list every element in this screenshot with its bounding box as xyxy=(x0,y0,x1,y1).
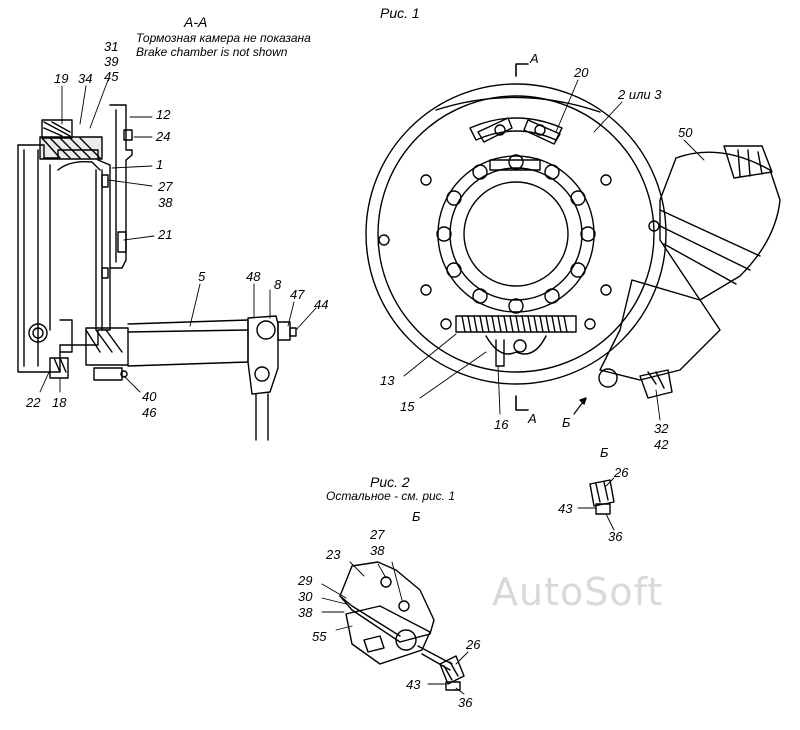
anchor-pins xyxy=(477,117,561,145)
label-39: 39 xyxy=(104,54,119,69)
label-5: 5 xyxy=(198,269,206,284)
label-22: 22 xyxy=(26,395,41,410)
fig2-view-title: Б xyxy=(412,509,421,524)
label-24: 24 xyxy=(156,129,171,144)
fig2-drawing xyxy=(339,561,465,691)
label-1: 1 xyxy=(156,157,164,172)
label-46: 46 xyxy=(142,405,157,420)
label-8: 8 xyxy=(274,277,282,292)
label-31: 31 xyxy=(104,39,119,54)
hub-bolt-holes xyxy=(436,154,596,314)
fig2-label-38b: 38 xyxy=(298,605,313,620)
view-b-detail xyxy=(577,477,615,531)
section-mark-bottom: А xyxy=(528,411,537,426)
fig2-title: Рис. 2 xyxy=(370,474,410,490)
section-a-a-title: А-А xyxy=(184,14,208,30)
label-48: 48 xyxy=(246,269,261,284)
label-27: 27 xyxy=(158,179,173,194)
fig2-note: Остальное - см. рис. 1 xyxy=(326,489,456,503)
fig2-label-38: 38 xyxy=(370,543,385,558)
label-42: 42 xyxy=(654,437,669,452)
fig2-label-30: 30 xyxy=(298,589,313,604)
label-45: 45 xyxy=(104,69,119,84)
fig2-label-55: 55 xyxy=(312,629,327,644)
section-note-ru: Тормозная камера не показана xyxy=(136,31,311,45)
plate-holes xyxy=(378,174,660,296)
label-50: 50 xyxy=(678,125,693,140)
view-b-title: Б xyxy=(600,445,609,460)
front-leader-lines xyxy=(403,79,705,421)
fig2-label-43: 43 xyxy=(406,677,421,692)
view-b-label-26: 26 xyxy=(614,465,629,480)
label-15: 15 xyxy=(400,399,415,414)
fig1-title: Рис. 1 xyxy=(380,5,420,21)
label-19: 19 xyxy=(54,71,69,86)
label-2-or-3: 2 или 3 xyxy=(618,87,662,102)
label-44: 44 xyxy=(314,297,329,312)
view-b-arrow-label: Б xyxy=(562,415,571,430)
section-leader-lines xyxy=(39,79,317,393)
view-b-label-43: 43 xyxy=(558,501,573,516)
fig2-label-23: 23 xyxy=(326,547,341,562)
label-47: 47 xyxy=(290,287,305,302)
brake-chamber xyxy=(598,145,781,399)
label-38: 38 xyxy=(158,195,173,210)
return-spring xyxy=(440,315,596,333)
section-note-en: Brake chamber is not shown xyxy=(136,45,288,59)
label-21: 21 xyxy=(158,227,173,242)
label-18: 18 xyxy=(52,395,67,410)
view-b-label-36: 36 xyxy=(608,529,623,544)
fig2-leader-lines xyxy=(321,561,469,695)
label-32: 32 xyxy=(654,421,669,436)
label-13: 13 xyxy=(380,373,395,388)
label-16: 16 xyxy=(494,417,509,432)
section-a-a-view xyxy=(17,104,297,441)
label-40: 40 xyxy=(142,389,157,404)
label-12: 12 xyxy=(156,107,171,122)
section-mark-top: А xyxy=(530,51,539,66)
label-20: 20 xyxy=(574,65,589,80)
fig2-label-36: 36 xyxy=(458,695,473,710)
label-34: 34 xyxy=(78,71,93,86)
fig2-label-29: 29 xyxy=(298,573,313,588)
watermark: AutoSoft xyxy=(492,570,664,614)
front-view xyxy=(365,63,781,415)
fig2-label-27: 27 xyxy=(370,527,385,542)
fig2-label-26: 26 xyxy=(466,637,481,652)
